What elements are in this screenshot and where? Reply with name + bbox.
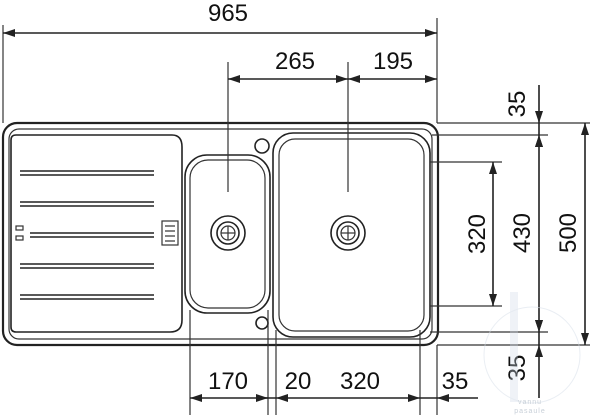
dim-430 [535,135,543,332]
drain-slots [15,220,179,246]
tap-hole [254,138,270,154]
dim-label-170: 170 [208,368,248,395]
dim-label-35-bottom: 35 [504,355,531,382]
sink-outline [1,121,440,347]
dim-label-20: 20 [285,368,312,395]
dim-label-320-vertical: 320 [464,214,491,254]
large-bowl-drain [330,215,366,251]
dim-35-bottom [535,320,543,398]
dim-bottom-chain [190,394,478,402]
extension-lines [2,18,590,415]
dim-label-320-horizontal: 320 [340,368,380,395]
dim-label-500: 500 [555,213,582,253]
dim-label-35-right: 35 [442,368,469,395]
overflow-hole [255,316,269,330]
drainboard-ribs [20,170,154,300]
watermark-line1: vannu [518,399,542,406]
dim-500 [581,123,589,345]
watermark: vannu pasaule [483,292,581,415]
dim-965 [3,29,437,37]
dim-label-430: 430 [509,213,536,253]
dim-label-965: 965 [208,0,248,27]
dim-label-195: 195 [373,48,413,75]
dim-320-vertical [489,162,497,306]
large-bowl [272,132,431,338]
watermark-line2: pasaule [514,408,546,415]
dim-265 [228,75,437,83]
dim-label-265: 265 [275,48,315,75]
drainboard [10,134,183,333]
small-bowl-drain [210,215,246,251]
dim-label-35-top: 35 [504,91,531,118]
